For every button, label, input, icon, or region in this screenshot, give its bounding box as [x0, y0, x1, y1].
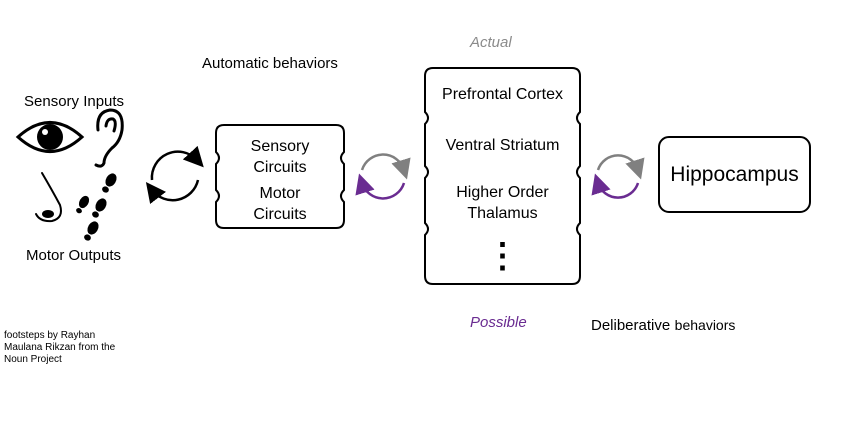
credit-line: Maulana Rikzan from the	[4, 342, 116, 353]
sensory-inputs-label: Sensory Inputs	[24, 93, 125, 110]
thalamus-word: Thalamus	[467, 205, 538, 222]
nose-icon	[35, 172, 62, 223]
higher-order-word: Higher Order	[456, 184, 549, 201]
sensory-word: Sensory	[250, 138, 310, 155]
behaviors-word: behaviors	[674, 317, 736, 333]
ellipsis-marker: ⋮	[485, 237, 520, 275]
hippocampus-label: Hippocampus	[670, 163, 799, 186]
brain-stack	[424, 67, 581, 285]
motor-outputs-label: Motor Outputs	[26, 247, 122, 264]
possible-label: Possible	[470, 314, 527, 331]
circuit-box	[215, 124, 345, 229]
ear-icon	[94, 108, 124, 168]
higher-order-thalamus-label: Higher Order Thalamus	[425, 182, 580, 224]
hippocampus-box	[658, 136, 811, 213]
motor-word: Motor	[259, 185, 301, 202]
deliberative-behaviors-label: Deliberative behaviors	[591, 317, 735, 335]
credit-text: footsteps by Rayhan Maulana Rikzan from …	[4, 330, 115, 366]
cycle-arrows-icon	[355, 153, 411, 200]
circuits-word: Circuits	[253, 159, 307, 176]
cycle-arrows-icon	[591, 154, 645, 199]
motor-circuits-label: Motor Circuits	[216, 183, 344, 225]
credit-line: Noun Project	[4, 354, 62, 365]
ventral-striatum-label: Ventral Striatum	[445, 137, 560, 154]
eye-icon	[15, 121, 85, 153]
credit-line: footsteps by Rayhan	[4, 330, 96, 341]
sensory-circuits-label: Sensory Circuits	[216, 136, 344, 178]
cycle-arrows-icon	[145, 145, 204, 205]
footsteps-icon	[76, 173, 117, 241]
actual-label: Actual	[470, 34, 512, 51]
circuits-word: Circuits	[253, 206, 307, 223]
deliberative-word: Deliberative	[591, 317, 671, 334]
prefrontal-cortex-label: Prefrontal Cortex	[442, 86, 563, 103]
automatic-behaviors-label: Automatic behaviors	[202, 55, 338, 72]
